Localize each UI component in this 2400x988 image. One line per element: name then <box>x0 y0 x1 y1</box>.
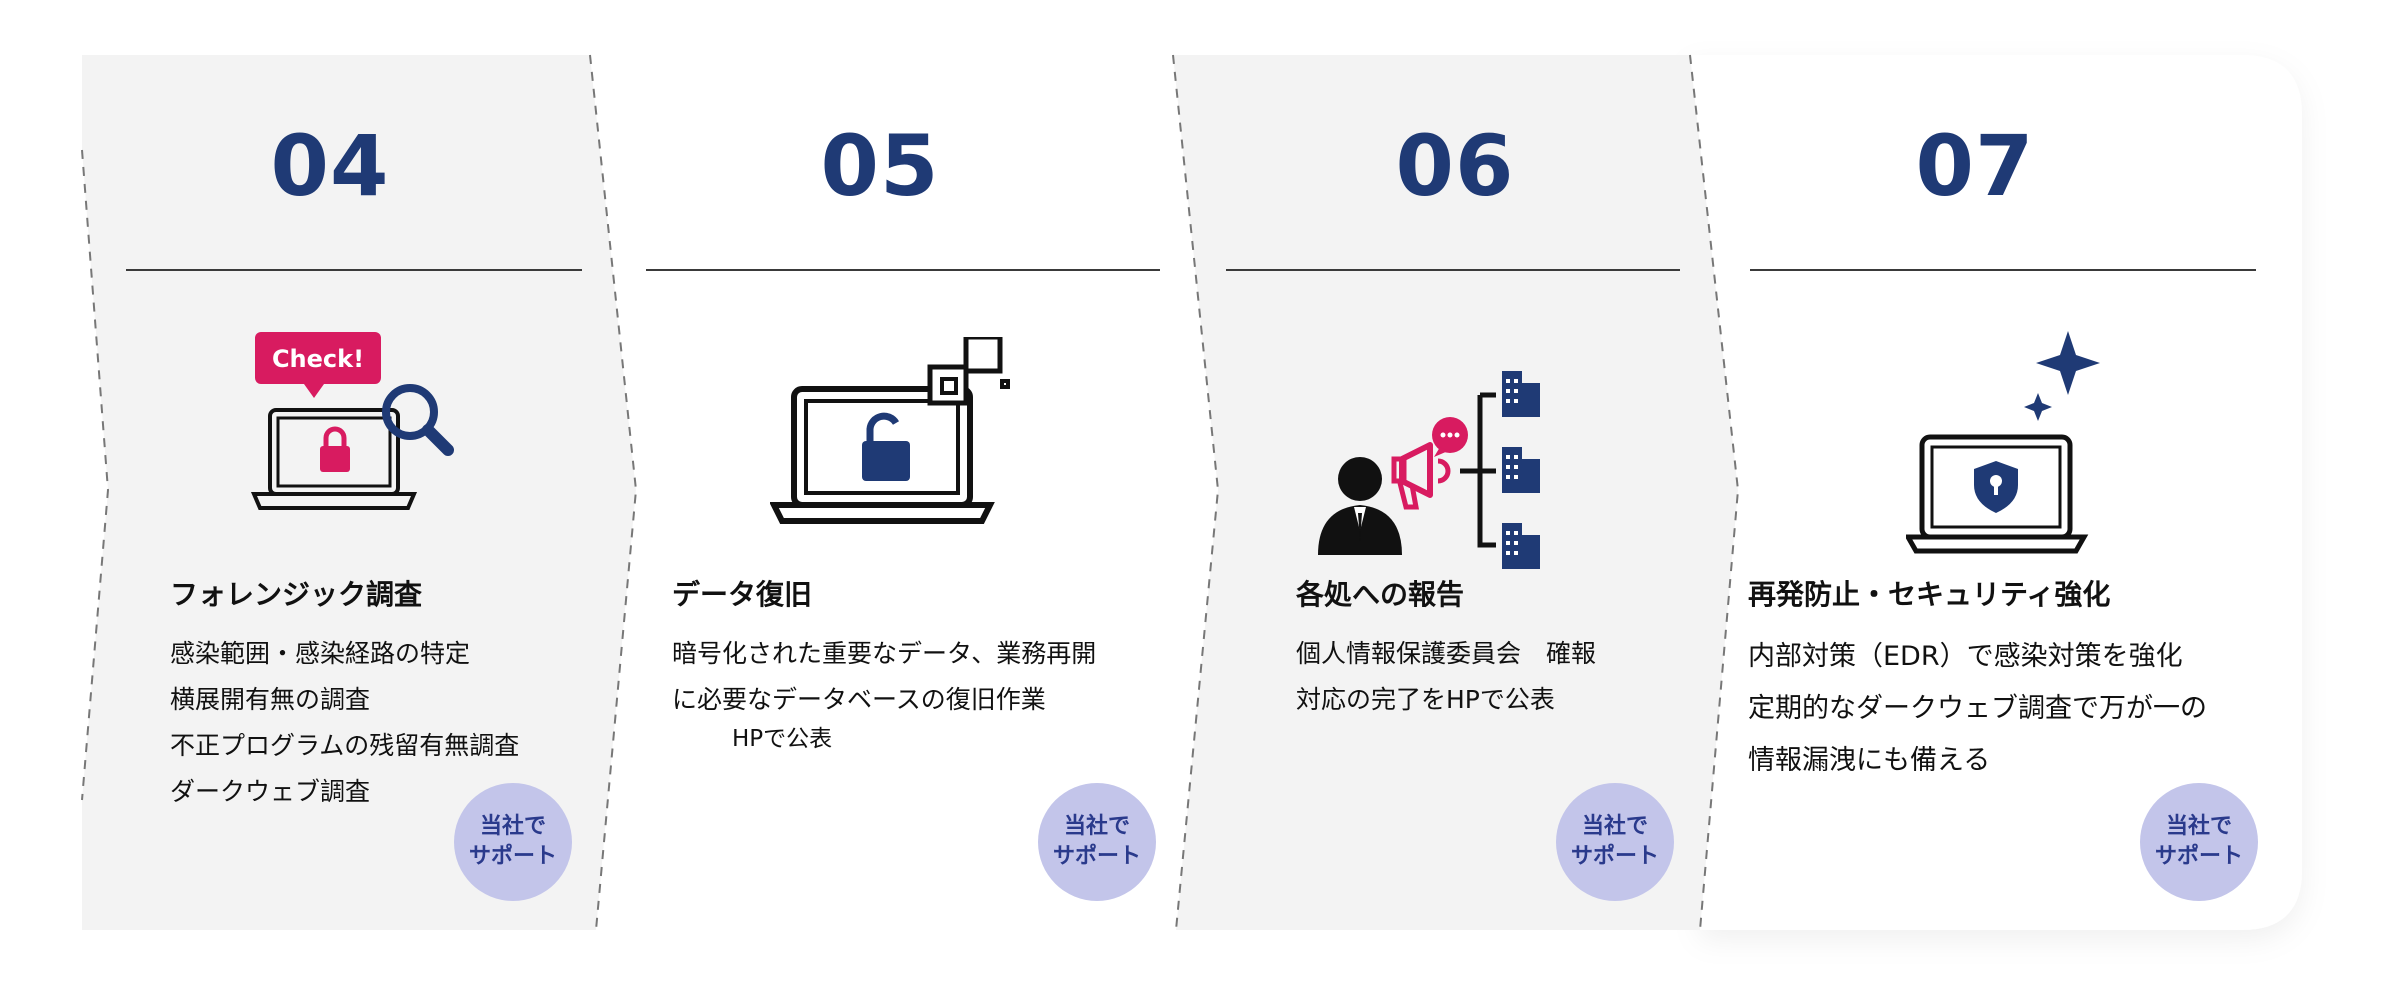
person-megaphone-buildings-icon <box>1310 335 1590 579</box>
step-number: 05 <box>820 117 940 215</box>
description-line: 個人情報保護委員会 確報 <box>1296 639 1597 668</box>
laptop-unlock-icon <box>769 334 1010 541</box>
step-title: 再発防止・セキュリティ強化 <box>1748 578 2111 611</box>
description-line: 横展開有無の調査 <box>170 685 371 714</box>
description-line: 定期的なダークウェブ調査で万が一の <box>1748 693 2207 724</box>
support-badge: 当社でサポート <box>2140 783 2258 901</box>
description-line: 感染範囲・感染経路の特定 <box>170 639 471 668</box>
description-line: に必要なデータベースの復旧作業 <box>672 685 1046 714</box>
divider <box>126 269 582 271</box>
step-card-05: 05 データ復旧 暗号化された重要なデータ、業務再開 に必要なデータベースの復旧… <box>620 55 1180 930</box>
step-description: 暗号化された重要なデータ、業務再開 に必要なデータベースの復旧作業 <box>672 631 1096 723</box>
step-description: 感染範囲・感染経路の特定 横展開有無の調査 不正プログラムの残留有無調査 ダーク… <box>170 631 519 815</box>
step-title: フォレンジック調査 <box>170 578 423 611</box>
support-badge: 当社でサポート <box>1556 783 1674 901</box>
description-line: HPで公表 <box>732 726 833 752</box>
step-title: 各処への報告 <box>1296 578 1465 611</box>
svg-text:Check!: Check! <box>272 345 364 373</box>
step-description: 個人情報保護委員会 確報 対応の完了をHPで公表 <box>1296 631 1596 723</box>
divider <box>646 269 1160 271</box>
step-number: 04 <box>270 117 390 215</box>
step-number: 07 <box>1915 117 2035 215</box>
description-line: 不正プログラムの残留有無調査 <box>170 731 520 760</box>
description-line: 内部対策（EDR）で感染対策を強化 <box>1748 641 2183 672</box>
description-line: 情報漏洩にも備える <box>1748 745 1991 771</box>
description-line: 暗号化された重要なデータ、業務再開 <box>672 639 1097 668</box>
step-description: 内部対策（EDR）で感染対策を強化 定期的なダークウェブ調査で万が一の 情報漏洩… <box>1748 631 2207 771</box>
step-number: 06 <box>1395 117 1515 215</box>
divider <box>1750 269 2256 271</box>
support-badge: 当社でサポート <box>1038 783 1156 901</box>
description-line: 対応の完了をHPで公表 <box>1296 685 1555 714</box>
description-line: ダークウェブ調査 <box>170 777 371 806</box>
step-title: データ復旧 <box>672 578 813 611</box>
laptop-shield-sparkle-icon <box>1903 325 2106 579</box>
step-card-04: 04 Check! フォレンジック調査 感染範囲・感染経路の特定 横展開有無の調… <box>100 55 600 930</box>
support-badge: 当社でサポート <box>454 783 572 901</box>
step-card-07: 07 再発防止・セキュリティ強化 内部対策（EDR）で感染対策を強化 定期的なダ… <box>1720 55 2280 930</box>
laptop-lock-check-icon: Check! <box>250 332 470 536</box>
step-card-06: 06 <box>1200 55 1720 930</box>
divider <box>1226 269 1680 271</box>
